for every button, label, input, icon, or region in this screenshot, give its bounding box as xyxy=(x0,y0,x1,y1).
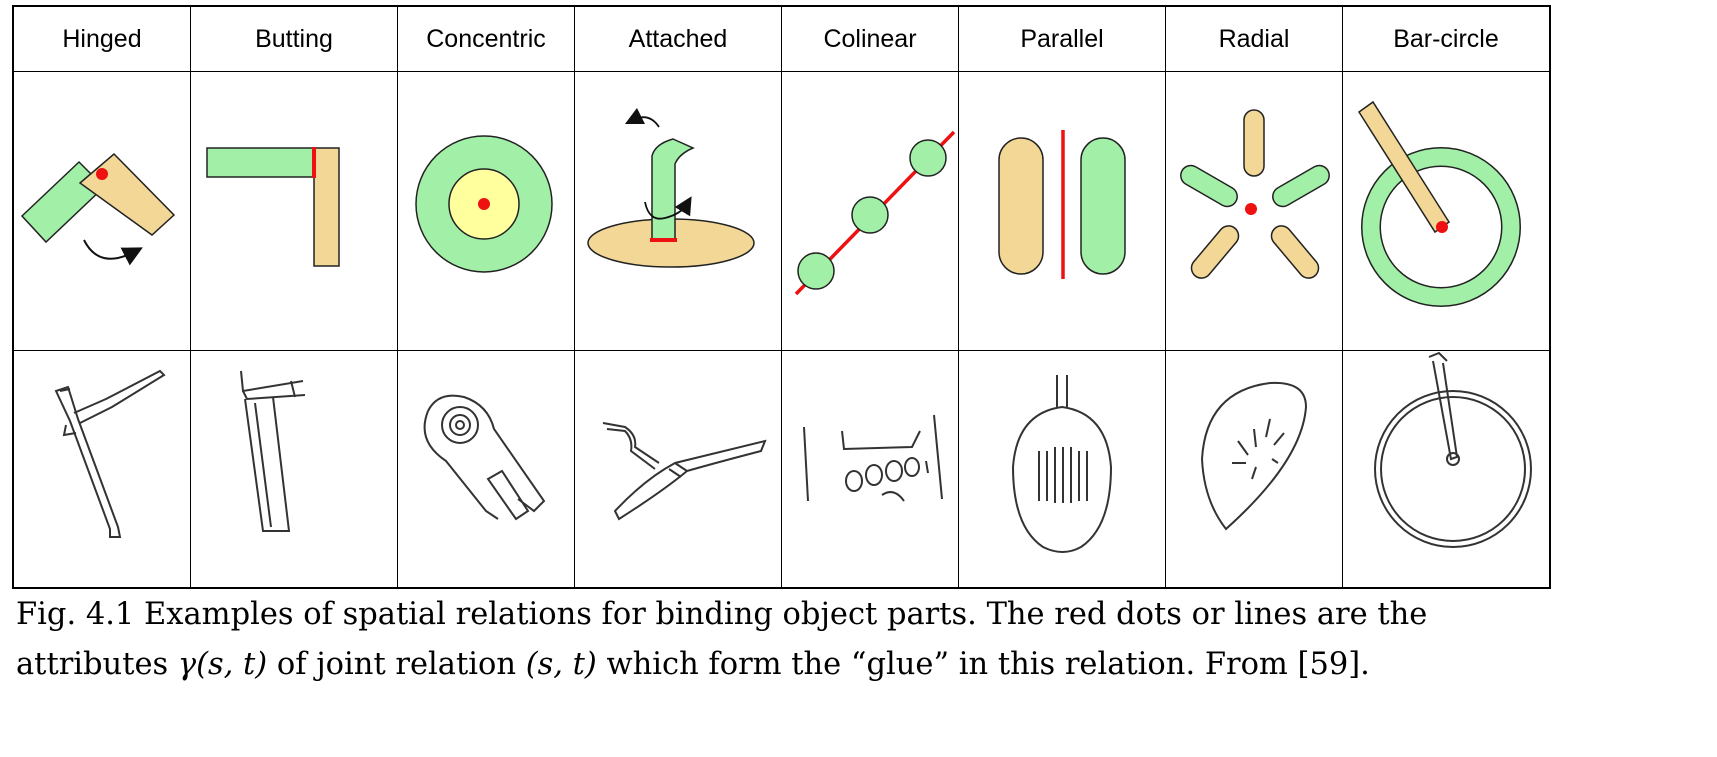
parallel-sketch xyxy=(1011,375,1113,553)
caption-math-st: (s, t) xyxy=(525,647,597,682)
radial-sketch xyxy=(1200,381,1308,531)
upper-rotation-arrow xyxy=(624,107,660,128)
attached-sketch-cell xyxy=(574,350,782,589)
red-hinge-dot xyxy=(96,168,108,180)
radial-spoke-top xyxy=(1243,109,1265,177)
butting-diagram-cell xyxy=(190,71,398,351)
radial-spoke-lower-left xyxy=(1190,225,1240,279)
diagram-row xyxy=(12,71,1551,351)
bar-circle-diagram xyxy=(1357,100,1521,307)
figure-caption: Fig. 4.1 Examples of spatial relations f… xyxy=(16,590,1706,690)
parallel-sketch-cell xyxy=(958,350,1166,589)
colinear-diagram xyxy=(794,130,956,296)
radial-diagram-cell xyxy=(1165,71,1343,351)
column-header-attached: Attached xyxy=(574,5,782,72)
green-capsule xyxy=(1080,137,1126,275)
red-radial-center xyxy=(1245,203,1257,215)
radial-spoke-right xyxy=(1272,164,1330,208)
header-row: Hinged Butting Concentric Attached Colin… xyxy=(12,5,1551,72)
green-circle-low xyxy=(797,252,835,290)
hinged-sketch xyxy=(54,369,166,538)
column-header-radial: Radial xyxy=(1165,5,1343,72)
green-bar xyxy=(206,147,315,178)
caption-math-gamma: γ(s, t) xyxy=(177,647,268,682)
sketch-row xyxy=(12,350,1551,589)
radial-diagram xyxy=(1180,109,1330,279)
bar-circle-sketch xyxy=(1374,351,1532,548)
green-circle-mid xyxy=(851,196,889,234)
hinged-diagram xyxy=(20,152,176,266)
butting-sketch-cell xyxy=(190,350,398,589)
caption-line-2b: of joint relation xyxy=(267,647,526,682)
attached-diagram xyxy=(587,107,755,268)
concentric-diagram-cell xyxy=(397,71,575,351)
parallel-diagram-cell xyxy=(958,71,1166,351)
red-center-dot xyxy=(478,198,490,210)
bar-circle-diagram-cell xyxy=(1342,71,1551,351)
caption-line-1: Fig. 4.1 Examples of spatial relations f… xyxy=(16,597,1428,632)
radial-spoke-left xyxy=(1180,164,1238,208)
red-pivot-dot xyxy=(1436,221,1448,233)
concentric-sketch xyxy=(423,394,546,521)
radial-sketch-cell xyxy=(1165,350,1343,589)
concentric-sketch-cell xyxy=(397,350,575,589)
green-circle-high xyxy=(909,139,947,177)
column-header-bar-circle: Bar-circle xyxy=(1342,5,1551,72)
hinged-diagram-cell xyxy=(12,71,191,351)
column-header-parallel: Parallel xyxy=(958,5,1166,72)
tan-bar xyxy=(1357,100,1451,234)
figure-table: Hinged Butting Concentric Attached Colin… xyxy=(12,5,1551,589)
colinear-sketch-cell xyxy=(781,350,959,589)
tan-capsule xyxy=(998,137,1044,275)
column-header-colinear: Colinear xyxy=(781,5,959,72)
caption-line-2a: attributes xyxy=(16,647,178,682)
caption-line-2c: which form the “glue” in this relation. … xyxy=(596,647,1370,682)
colinear-sketch xyxy=(803,414,943,502)
attached-diagram-cell xyxy=(574,71,782,351)
green-ring xyxy=(1362,148,1520,306)
rotation-arrow xyxy=(83,239,143,266)
lower-rotation-arrow xyxy=(644,196,692,220)
green-stem xyxy=(651,138,695,241)
radial-spoke-lower-right xyxy=(1270,225,1320,279)
attached-sketch xyxy=(602,422,767,521)
bar-circle-sketch-cell xyxy=(1342,350,1551,589)
butting-diagram xyxy=(206,147,340,267)
column-header-hinged: Hinged xyxy=(12,5,191,72)
column-header-butting: Butting xyxy=(190,5,398,72)
parallel-diagram xyxy=(998,130,1126,279)
tan-bar xyxy=(313,147,340,267)
butting-sketch xyxy=(240,370,306,532)
concentric-diagram xyxy=(415,135,553,273)
hinged-sketch-cell xyxy=(12,350,191,589)
colinear-diagram-cell xyxy=(781,71,959,351)
column-header-concentric: Concentric xyxy=(397,5,575,72)
